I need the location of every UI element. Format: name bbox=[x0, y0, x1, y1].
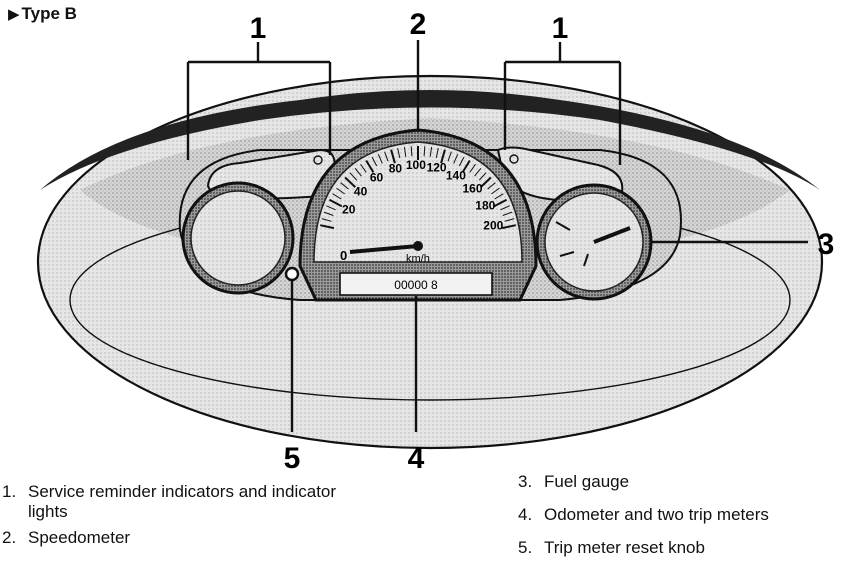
fuel-gauge-needle bbox=[593, 226, 631, 244]
trip-meter-reset-knob[interactable] bbox=[284, 266, 300, 282]
speedometer-scale-label: 100 bbox=[406, 158, 426, 172]
speedometer-tick bbox=[469, 163, 476, 173]
speedometer-tick bbox=[447, 151, 452, 162]
speedometer-tick bbox=[502, 211, 513, 216]
speedometer-needle bbox=[349, 244, 419, 254]
speedometer-scale-label: 60 bbox=[370, 171, 384, 185]
callout-lines bbox=[186, 40, 808, 432]
speedometer-tick bbox=[501, 224, 517, 230]
callout-1-left: 1 bbox=[250, 12, 267, 45]
speedometer-tick bbox=[440, 149, 446, 164]
legend-item-text: Odometer and two trip meters bbox=[544, 505, 769, 524]
legend-item-number: 2. bbox=[2, 528, 17, 547]
speedometer-scale-label: 40 bbox=[354, 185, 368, 199]
speedometer-tick bbox=[491, 187, 500, 195]
speedometer-tick bbox=[336, 187, 345, 195]
odometer-reading: 00000 8 bbox=[394, 278, 438, 292]
speedometer-tick bbox=[321, 218, 332, 222]
type-label-text: Type B bbox=[21, 4, 77, 23]
callout-4: 4 bbox=[408, 442, 425, 475]
speedometer-tick bbox=[429, 146, 433, 157]
speedometer-scale-label: 160 bbox=[462, 181, 482, 195]
speedometer-tick bbox=[403, 146, 407, 157]
callout-1-right: 1 bbox=[552, 12, 569, 45]
legend-item-text: Fuel gauge bbox=[544, 472, 630, 491]
speedometer-tick bbox=[397, 148, 401, 158]
legend-left: 1. Service reminder indicators and indic… bbox=[2, 482, 372, 554]
speedometer-tick bbox=[328, 198, 343, 208]
legend-item-5: 5. Trip meter reset knob bbox=[518, 538, 862, 558]
speedometer-tick bbox=[326, 205, 336, 211]
speedometer-scale-label: 20 bbox=[342, 202, 356, 216]
speedometer-tick bbox=[332, 193, 342, 200]
legend-item-number: 3. bbox=[518, 472, 533, 491]
left-gauge bbox=[181, 181, 295, 295]
speedometer-tick bbox=[478, 172, 487, 181]
speedometer-tick bbox=[323, 211, 334, 216]
callout-2: 2 bbox=[410, 8, 427, 41]
legend-item-number: 5. bbox=[518, 538, 533, 557]
legend-item-3: 3. Fuel gauge bbox=[518, 472, 862, 492]
speedometer-scale-label: 140 bbox=[446, 168, 466, 182]
type-label: ▶Type B bbox=[8, 4, 77, 24]
legend-item-text: Service reminder indicators and indicato… bbox=[28, 482, 337, 521]
callout-5: 5 bbox=[284, 442, 301, 475]
speedometer-tick bbox=[435, 148, 439, 158]
speedometer-tick bbox=[384, 151, 389, 162]
speedometer-hub bbox=[413, 241, 423, 251]
speedometer-tick bbox=[349, 172, 358, 181]
odometer-display bbox=[339, 272, 493, 296]
speedometer-tick bbox=[360, 163, 367, 173]
speedometer-scale-label: 80 bbox=[389, 162, 403, 176]
speedometer-tick bbox=[494, 193, 504, 200]
callout-numbers: 1 2 1 3 4 5 bbox=[250, 8, 835, 475]
speedometer-zero-label: 0 bbox=[340, 248, 347, 263]
speedometer-tick bbox=[493, 198, 508, 208]
legend-item-2: 2. Speedometer bbox=[2, 528, 372, 548]
speedometer-tick bbox=[410, 146, 413, 157]
speedometer-scale-label: 180 bbox=[475, 199, 495, 213]
triangle-icon: ▶ bbox=[8, 6, 20, 23]
legend-item-number: 1. bbox=[2, 482, 17, 501]
legend-item-number: 4. bbox=[518, 505, 533, 524]
speedometer-scale-label: 120 bbox=[427, 161, 447, 175]
speedometer-tick bbox=[354, 167, 362, 177]
speedometer-tick bbox=[423, 146, 426, 157]
speedometer-tick bbox=[458, 156, 465, 167]
speedometer-tick bbox=[474, 167, 482, 177]
speedometer-tick bbox=[344, 176, 356, 188]
speedometer-tick bbox=[480, 176, 492, 188]
speedometer-tick bbox=[453, 154, 459, 164]
speedometer-tick bbox=[461, 159, 471, 173]
speedometer-tick bbox=[365, 159, 375, 173]
speedometer-tick bbox=[340, 182, 349, 190]
speedometer-scale-label: 200 bbox=[483, 219, 503, 233]
legend-item-text: Speedometer bbox=[28, 528, 131, 547]
fuel-gauge bbox=[535, 183, 653, 301]
speedometer-unit: km/h bbox=[406, 253, 430, 265]
callout-3: 3 bbox=[818, 228, 835, 261]
legend-item-4: 4. Odometer and two trip meters bbox=[518, 505, 862, 525]
speedometer-tick bbox=[500, 205, 510, 211]
speedometer-ticks bbox=[319, 146, 517, 230]
speedometer-tick bbox=[377, 154, 383, 164]
speedometer-tick bbox=[319, 224, 335, 230]
speedometer-tick bbox=[390, 149, 396, 164]
legend-item-1: 1. Service reminder indicators and indic… bbox=[2, 482, 372, 522]
legend-right: 3. Fuel gauge 4. Odometer and two trip m… bbox=[518, 472, 862, 571]
speedometer-tick bbox=[504, 218, 515, 222]
speedometer-tick bbox=[487, 182, 496, 190]
legend-item-text: Trip meter reset knob bbox=[544, 538, 705, 557]
speedometer-tick bbox=[371, 156, 378, 167]
